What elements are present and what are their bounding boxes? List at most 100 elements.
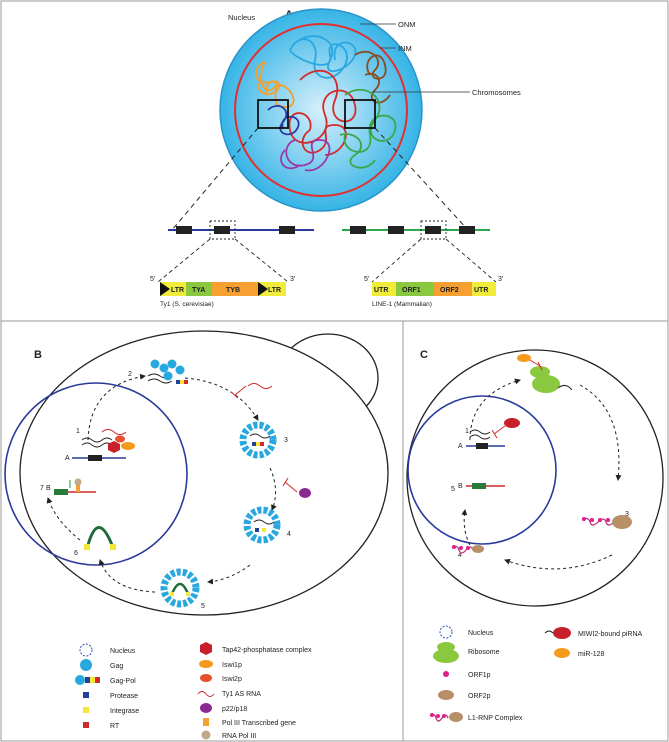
legend-orf2p-icon [438,690,454,700]
svg-text:Protease: Protease [110,693,138,700]
legend-integrase-icon [83,707,89,713]
line1-5prime: 5' [364,276,369,283]
line1-orf2-label: ORF2 [440,287,459,294]
svg-text:Tap42-phosphatase complex: Tap42-phosphatase complex [222,647,312,654]
svg-text:Nucleus: Nucleus [468,630,494,637]
svg-text:Iswi2p: Iswi2p [222,676,242,683]
cell-body [19,330,389,616]
legend-rna-pol3-icon [201,730,211,740]
svg-text:Pol III Transcribed gene: Pol III Transcribed gene [222,720,296,727]
line1-3prime: 3' [498,276,503,283]
svg-text:ORF1p: ORF1p [468,672,491,679]
b-gene-a: A [65,429,135,462]
legend-c-nucleus-icon [439,625,453,639]
legend-iswi2p-icon [200,674,212,682]
mammalian-nucleus [407,395,557,545]
ty1-seg-tyb [212,282,258,296]
line1-locus: 5' 3' UTR ORF1 ORF2 UTR LINE-1 (Mammalia… [342,220,503,308]
legend-ty1-as-rna-icon [197,691,215,697]
c-step-1: 1 [465,428,469,435]
svg-text:RNA Pol III: RNA Pol III [222,733,256,740]
legend-p22-icon [200,703,212,713]
b-step-2: 2 [128,371,132,378]
line1-seg-orf2 [434,282,472,296]
legend-nucleus-icon [79,643,93,657]
svg-text:B: B [458,483,463,490]
svg-text:Gag: Gag [110,663,123,670]
svg-text:A: A [458,443,463,450]
b-vlp-5 [160,568,200,608]
svg-text:miR-128: miR-128 [578,651,605,658]
zoom-box-left [257,99,289,129]
line1-seg-utr-left [372,282,396,296]
mammalian-cell [406,349,664,607]
svg-text:p22/p18: p22/p18 [222,706,247,713]
b-step-1: 1 [76,428,80,435]
nucleus-outer [219,8,423,212]
line1-utr-right-label: UTR [474,287,488,294]
legend-gag-icon [80,659,92,671]
panel-c-letter: C [420,349,428,361]
b-step-6: 6 [74,550,78,557]
b-gene-b: B [46,478,96,495]
c-l1-rnp-3 [581,515,632,529]
legend-pol3-gene-icon [203,718,209,726]
ty1-5prime: 5' [150,276,155,283]
inner-nuclear-membrane [234,23,408,197]
svg-text:RT: RT [110,723,120,730]
svg-text:Integrase: Integrase [110,708,139,715]
line1-orf1-label: ORF1 [402,287,421,294]
b-gag-cluster [147,359,188,384]
ty1-tyb-label: TYB [226,287,240,294]
svg-text:Gag-Pol: Gag-Pol [110,678,136,685]
panel-b-pathway [46,373,277,593]
svg-text:MIWI2-bound piRNA: MIWI2-bound piRNA [578,631,643,638]
ty1-locus: 5' 3' LTR TYA TYB LTR Ty1 (S. cerevisiae… [150,220,314,308]
nucleus-label: Nucleus [228,13,255,22]
b-cdna-6 [84,526,116,550]
legend-gag-pol-icon [75,675,85,685]
b-as-rna [230,383,273,399]
legend-ribosome-icon [433,649,459,663]
legend-mir128-icon [554,648,570,658]
line1-utr-left-label: UTR [374,287,388,294]
ty1-caption: Ty1 (S. cerevisiae) [160,301,214,308]
legend-tap42-icon [200,642,212,655]
ty1-tya-label: TYA [192,287,205,294]
c-step-3: 3 [625,511,629,518]
panel-c-frame [402,320,669,742]
line1-seg-utr-right [472,282,496,296]
zoom-lines [171,127,469,231]
ty1-3prime: 3' [290,276,295,283]
b-vlp-3 [239,421,277,459]
svg-text:B: B [46,485,51,492]
nucleus-diagram: Nucleus ONM INM Chromosomes [219,8,521,212]
legend-protease-icon [83,692,89,698]
svg-text:Nucleus: Nucleus [110,648,136,655]
c-ribosome [517,354,573,393]
ty1-ltr-left-label: LTR [171,287,184,294]
legend-orf1p-icon [443,671,449,677]
line1-caption: LINE-1 (Mammalian) [372,301,432,308]
legend-miwi2-icon [553,627,571,639]
c-gene-b: B [458,483,505,490]
b-step-7: 7 [40,485,44,492]
legend-rt-icon [83,722,89,728]
c-step-5: 5 [451,486,455,493]
c-l1-rnp-4 [451,545,484,554]
b-step-4: 4 [287,531,291,538]
zoom-box-right [344,99,376,129]
cell-body-c [406,349,664,607]
svg-text:ORF2p: ORF2p [468,693,491,700]
chromosomes-label: Chromosomes [472,88,521,97]
chromosomes [255,35,397,172]
c-step-4: 4 [458,552,462,559]
ty1-seg-tya [186,282,212,296]
ty1-ltr-right-label: LTR [268,287,281,294]
b-step-5: 5 [201,603,205,610]
b-step-3: 3 [284,437,288,444]
inm-label: INM [398,44,412,53]
svg-text:Ty1 AS RNA: Ty1 AS RNA [222,691,261,698]
